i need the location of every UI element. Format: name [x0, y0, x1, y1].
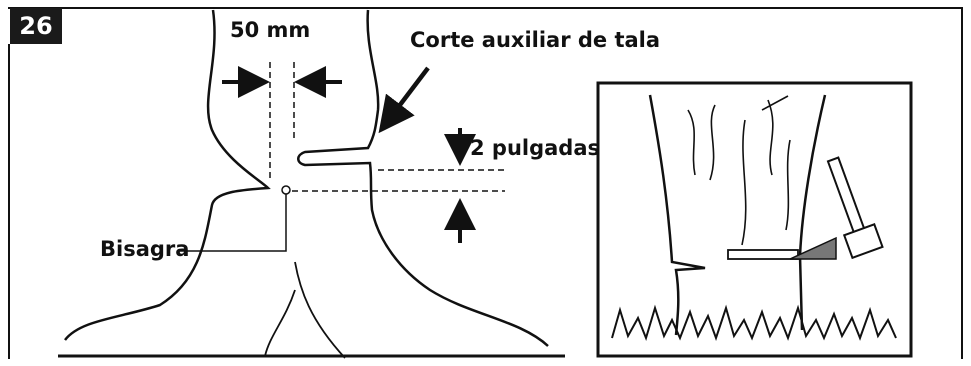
hinge-leader-line	[180, 194, 287, 252]
figure-number-badge: 26	[10, 8, 62, 44]
height-label: 2 pulgadas	[470, 136, 601, 160]
hinge-point	[281, 185, 291, 195]
root-line	[264, 261, 346, 359]
figure-frame	[8, 7, 963, 359]
frame-left-edge	[8, 44, 10, 359]
trunk-right-outline	[297, 9, 549, 347]
arrow-cut-pointer-icon	[378, 66, 430, 134]
width-label: 50 mm	[230, 18, 311, 42]
inset-wedge-illustration	[596, 81, 913, 358]
cut-label: Corte auxiliar de tala	[410, 28, 661, 52]
trunk-left-outline	[64, 9, 271, 341]
hinge-label: Bisagra	[100, 237, 190, 261]
